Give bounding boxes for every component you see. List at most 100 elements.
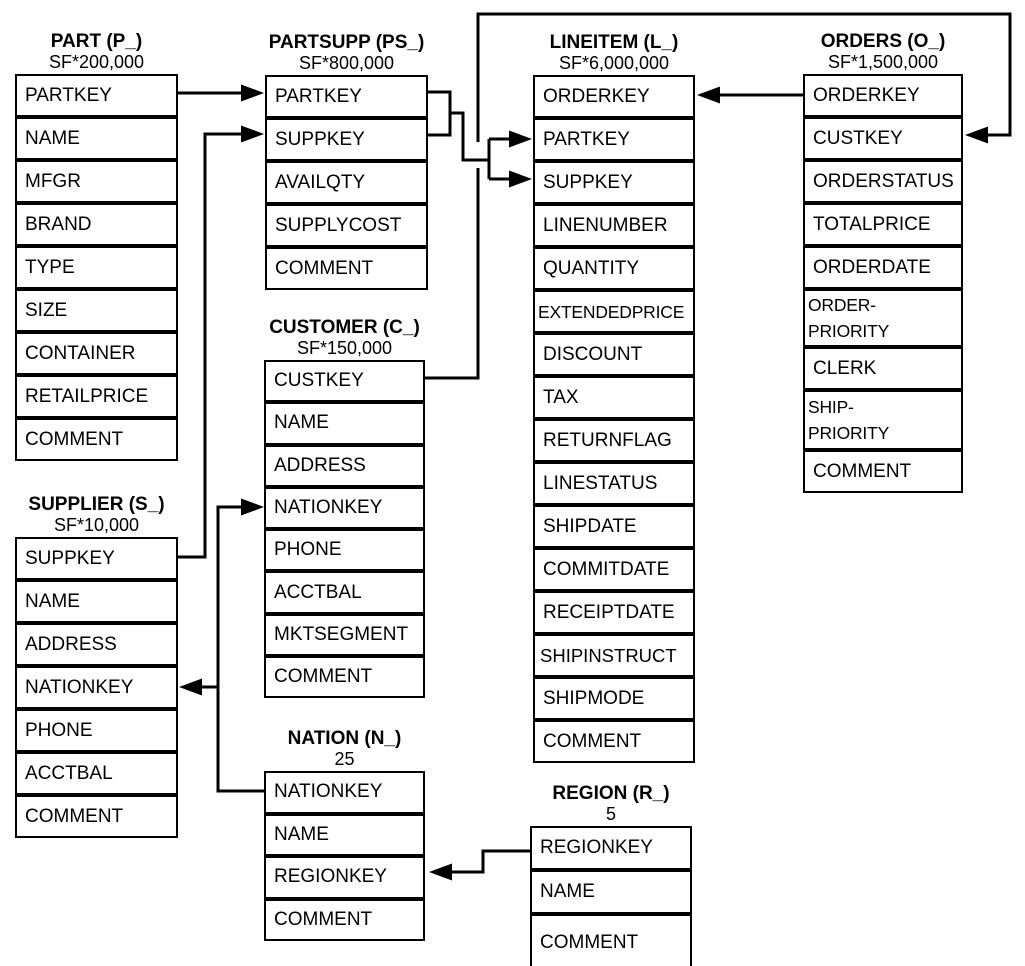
field-customer-address: ADDRESS <box>264 444 425 487</box>
field-orders-clerk: CLERK <box>803 347 963 390</box>
field-supplier-phone: PHONE <box>15 709 178 752</box>
field-lineitem-shipdate: SHIPDATE <box>533 505 695 548</box>
field-orders-ship-priority: SHIP- PRIORITY <box>803 390 963 450</box>
table-cardinality-part: SF*200,000 <box>48 52 145 72</box>
field-lineitem-receiptdate: RECEIPTDATE <box>533 591 695 634</box>
field-part-brand: BRAND <box>15 203 178 246</box>
partsupp-keys-bracket <box>428 90 452 137</box>
table-title-supplier: SUPPLIER (S_) <box>28 494 165 515</box>
field-lineitem-extendedprice: EXTENDEDPRICE <box>533 290 695 333</box>
field-lineitem-commitdate: COMMITDATE <box>533 548 695 591</box>
arrowhead-icon <box>509 130 532 148</box>
field-supplier-address: ADDRESS <box>15 623 178 666</box>
field-supplier-suppkey: SUPPKEY <box>15 537 178 580</box>
field-supplier-comment: COMMENT <box>15 795 178 838</box>
wire-line <box>449 849 530 874</box>
fk-customer-custkey-to-orders-custkey <box>476 12 1012 144</box>
field-customer-phone: PHONE <box>264 529 425 572</box>
field-lineitem-linestatus: LINESTATUS <box>533 462 695 505</box>
table-cardinality-region: 5 <box>605 804 616 824</box>
field-lineitem-quantity: QUANTITY <box>533 247 695 290</box>
field-part-type: TYPE <box>15 246 178 289</box>
field-customer-name: NAME <box>264 402 425 445</box>
field-orders-comment: COMMENT <box>803 450 963 493</box>
table-cardinality-orders: SF*1,500,000 <box>827 52 939 72</box>
field-region-name: NAME <box>530 870 692 914</box>
field-partsupp-partkey: PARTKEY <box>265 75 428 118</box>
field-partsupp-availqty: AVAILQTY <box>265 161 428 204</box>
table-cardinality-customer: SF*150,000 <box>296 338 393 358</box>
arrowhead-icon <box>429 863 452 881</box>
table-cardinality-nation: 25 <box>334 749 355 769</box>
field-region-comment: COMMENT <box>530 914 692 966</box>
field-partsupp-suppkey: SUPPKEY <box>265 118 428 161</box>
field-nation-nationkey: NATIONKEY <box>264 771 425 814</box>
field-part-name: NAME <box>15 117 178 160</box>
field-part-mfgr: MFGR <box>15 160 178 203</box>
fk-nation-nationkey-to-customer-nationkey <box>216 498 264 793</box>
field-lineitem-comment: COMMENT <box>533 720 695 763</box>
field-orders-orderstatus: ORDERSTATUS <box>803 160 963 203</box>
arrowhead-icon <box>241 84 264 102</box>
fk-region-regionkey-to-nation-regionkey <box>429 849 530 881</box>
field-customer-mktsegment: MKTSEGMENT <box>264 613 425 657</box>
field-part-container: CONTAINER <box>15 332 178 375</box>
fk-orders-orderkey-to-lineitem-orderkey <box>697 86 803 104</box>
table-cardinality-partsupp: SF*800,000 <box>298 53 395 73</box>
field-partsupp-comment: COMMENT <box>265 247 428 290</box>
field-part-comment: COMMENT <box>15 418 178 461</box>
field-customer-comment: COMMENT <box>264 656 425 699</box>
table-title-orders: ORDERS (O_) <box>820 31 946 52</box>
table-title-lineitem: LINEITEM (L_) <box>549 32 679 53</box>
partsupp-bracket-to-split <box>450 111 489 162</box>
field-lineitem-orderkey: ORDERKEY <box>533 75 695 118</box>
field-orders-totalprice: TOTALPRICE <box>803 203 963 246</box>
field-part-retailprice: RETAILPRICE <box>15 375 178 418</box>
field-region-regionkey: REGIONKEY <box>530 826 692 870</box>
field-partsupp-supplycost: SUPPLYCOST <box>265 204 428 247</box>
arrowhead-icon <box>241 125 264 143</box>
field-lineitem-discount: DISCOUNT <box>533 333 695 376</box>
field-lineitem-shipinstruct: SHIPINSTRUCT <box>533 634 695 677</box>
field-orders-custkey: CUSTKEY <box>803 117 963 160</box>
table-title-nation: NATION (N_) <box>287 728 402 749</box>
arrowhead-icon <box>509 170 532 188</box>
field-nation-regionkey: REGIONKEY <box>264 856 425 899</box>
field-nation-name: NAME <box>264 813 425 856</box>
field-lineitem-linenumber: LINENUMBER <box>533 204 695 247</box>
field-orders-orderkey: ORDERKEY <box>803 74 963 117</box>
arrowhead-icon <box>965 126 988 144</box>
field-supplier-name: NAME <box>15 580 178 623</box>
field-orders-order-priority: ORDER- PRIORITY <box>803 289 963 347</box>
table-cardinality-supplier: SF*10,000 <box>53 515 140 535</box>
wire-line <box>178 132 245 559</box>
fk-customer-custkey-riser-lower <box>425 168 480 380</box>
table-title-partsupp: PARTSUPP (PS_) <box>268 32 425 53</box>
field-lineitem-shipmode: SHIPMODE <box>533 677 695 720</box>
table-cardinality-lineitem: SF*6,000,000 <box>558 53 670 73</box>
table-title-customer: CUSTOMER (C_) <box>269 317 420 338</box>
field-nation-comment: COMMENT <box>264 898 425 941</box>
field-orders-orderdate: ORDERDATE <box>803 246 963 289</box>
wire-line <box>216 505 264 793</box>
wire-line <box>476 12 1012 142</box>
field-lineitem-returnflag: RETURNFLAG <box>533 419 695 462</box>
wire-line <box>425 168 480 380</box>
table-title-region: REGION (R_) <box>552 783 670 804</box>
field-customer-nationkey: NATIONKEY <box>264 486 425 530</box>
field-lineitem-suppkey: SUPPKEY <box>533 161 695 204</box>
wire-line <box>450 111 489 162</box>
fk-part-partkey-to-partsupp-partkey <box>178 84 264 102</box>
field-customer-custkey: CUSTKEY <box>264 360 425 403</box>
field-supplier-nationkey: NATIONKEY <box>15 666 178 709</box>
field-lineitem-tax: TAX <box>533 376 695 419</box>
table-title-part: PART (P_) <box>50 31 143 52</box>
